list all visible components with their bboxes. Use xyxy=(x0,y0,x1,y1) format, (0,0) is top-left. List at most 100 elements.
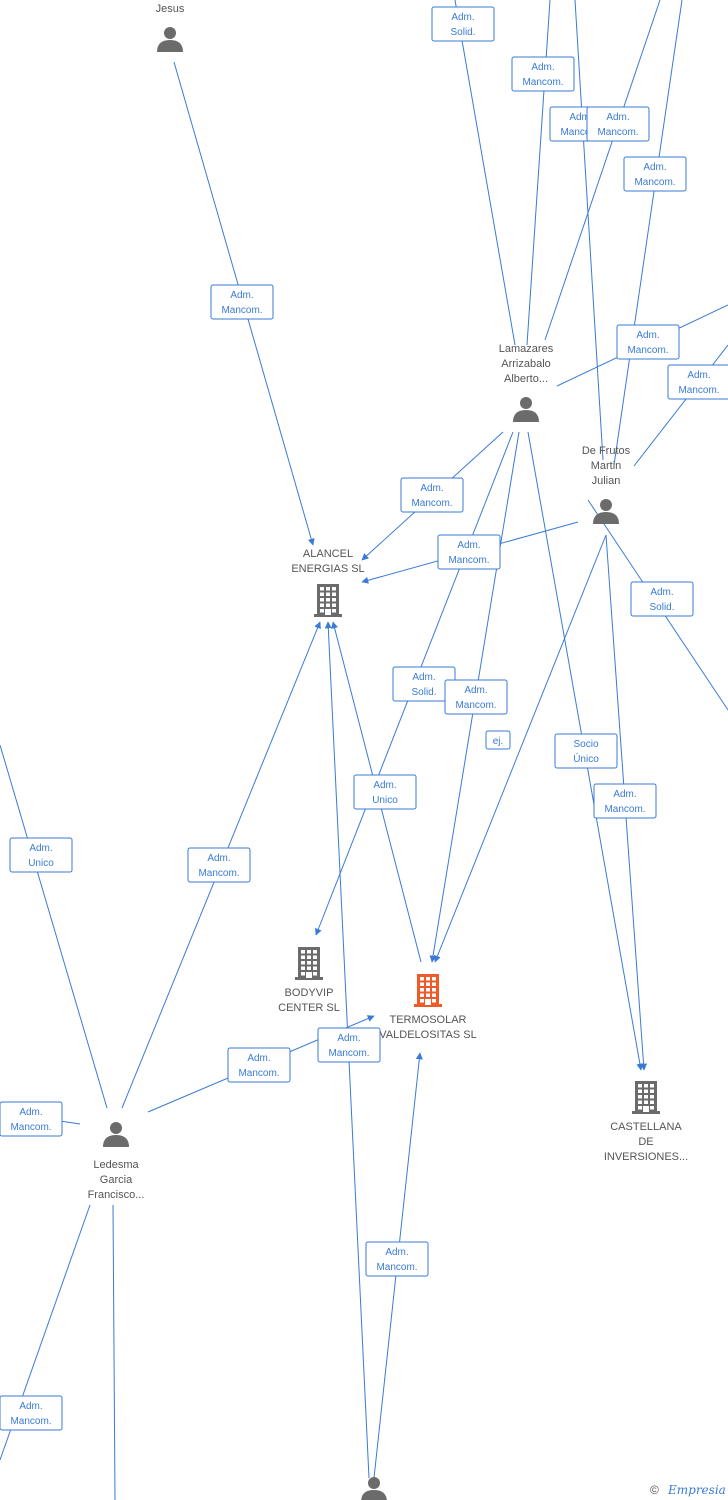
edge-label[interactable]: Adm. Mancom. xyxy=(400,477,464,513)
person-icon[interactable] xyxy=(157,27,183,52)
edge-label-text: Mancom. xyxy=(448,555,489,566)
edge-label[interactable]: Adm.Mancom. xyxy=(0,1101,63,1137)
node-label: Julian xyxy=(592,475,621,487)
edge-label-text: Mancom. xyxy=(411,498,452,509)
edge-label-box xyxy=(437,534,501,570)
edge-label-text: Adm. xyxy=(412,672,435,683)
edge-line xyxy=(526,0,551,346)
edge-label-box xyxy=(187,847,251,883)
edge-label[interactable]: ej. xyxy=(485,730,511,750)
edge-label[interactable]: Adm. Solid. xyxy=(392,666,456,702)
edge-label[interactable]: Adm.Unico xyxy=(353,774,417,810)
edge-label-text: Mancom. xyxy=(604,804,645,815)
node-label: Martin xyxy=(591,460,622,472)
edge-label[interactable]: Adm.Mancom. xyxy=(623,156,687,192)
building-icon[interactable] xyxy=(414,974,442,1007)
edge-label-box xyxy=(9,837,73,873)
edge-labels-layer: Adm. Solid. Adm. Mancom. Adm. Mancom. Adm. Manc… xyxy=(0,6,728,1431)
edge-label-text: Adm. xyxy=(569,112,592,123)
node-label: ALANCEL xyxy=(303,548,353,560)
edge-label[interactable]: Adm.Mancom. xyxy=(586,106,650,142)
building-icon[interactable] xyxy=(314,584,342,617)
edge-label-text: Adm. xyxy=(531,62,554,73)
node-label: De Frutos xyxy=(582,445,631,457)
edge-label[interactable]: Adm. Unico xyxy=(9,837,73,873)
edge-label-text: Mancom. xyxy=(328,1048,369,1059)
edge-label[interactable]: Adm.Mancom. xyxy=(317,1027,381,1063)
edge-label-box xyxy=(227,1047,291,1083)
edge-label[interactable]: Adm.Solid. xyxy=(431,6,495,42)
edge-label-box xyxy=(431,6,495,42)
edge-label-text: Adm. xyxy=(613,789,636,800)
node-label: Jesus xyxy=(156,3,185,15)
edge-label[interactable]: Adm. Mancom. xyxy=(365,1241,429,1277)
node-bottom_person[interactable] xyxy=(361,1477,387,1500)
edge-label-text: Mancom. xyxy=(455,700,496,711)
edge-label-text: Unico xyxy=(372,795,398,806)
edge-label-text: Adm. xyxy=(451,12,474,23)
edge-label-text: Solid. xyxy=(411,687,436,698)
edge-label-text: Adm. xyxy=(385,1247,408,1258)
edge-label-text: Adm. xyxy=(247,1053,270,1064)
edge-label[interactable]: Adm.Mancom. xyxy=(616,324,680,360)
edge-label-text: Mancom. xyxy=(198,868,239,879)
edge-label-text: Adm. xyxy=(230,290,253,301)
edge-label-box xyxy=(593,783,657,819)
edge-label[interactable]: Adm.Solid. xyxy=(630,581,694,617)
edge-label-box xyxy=(616,324,680,360)
edge-label[interactable]: Adm.Mancom. xyxy=(444,679,508,715)
edge-label[interactable]: Adm.Mancom. xyxy=(667,364,728,400)
edge-label-box xyxy=(554,733,618,769)
edge-label-text: Adm. xyxy=(19,1107,42,1118)
edge-label-text: Unico xyxy=(28,858,54,869)
node-label: ENERGIAS SL xyxy=(291,563,364,575)
edge-label-text: Solid. xyxy=(649,602,674,613)
edge-label-box xyxy=(353,774,417,810)
edge-label[interactable]: Adm.Mancom. xyxy=(0,1395,63,1431)
node-label: Lamazares xyxy=(499,343,554,355)
person-icon[interactable] xyxy=(361,1477,387,1500)
edge-label-text: Adm. xyxy=(207,853,230,864)
edge-label-text: Mancom. xyxy=(560,127,601,138)
edge-label-text: Adm. xyxy=(420,483,443,494)
edge-label[interactable]: Adm. Mancom. xyxy=(187,847,251,883)
person-icon[interactable] xyxy=(513,397,539,422)
node-lamazares[interactable]: LamazaresArrizabaloAlberto... xyxy=(499,343,554,422)
edge-label-text: Mancom. xyxy=(627,345,668,356)
edge-label-text: Mancom. xyxy=(376,1262,417,1273)
edge-label[interactable]: Adm.Mancom. xyxy=(511,56,575,92)
edge-label-text: Mancom. xyxy=(221,305,262,316)
node-castellana[interactable]: CASTELLANADEINVERSIONES... xyxy=(604,1081,688,1163)
person-icon[interactable] xyxy=(593,499,619,524)
edge-label-box xyxy=(0,1101,63,1137)
edge-label-box xyxy=(511,56,575,92)
brand-logo[interactable]: Empresia xyxy=(667,1483,726,1497)
node-alancel[interactable]: ALANCEL ENERGIAS SL xyxy=(291,548,365,617)
node-label: Alberto... xyxy=(504,373,548,385)
edge-label[interactable]: Adm. Mancom. xyxy=(210,284,274,320)
node-jesus[interactable]: Jesus xyxy=(156,3,185,52)
building-icon[interactable] xyxy=(295,947,323,980)
edge-line xyxy=(613,0,683,466)
edge-line xyxy=(112,1204,116,1500)
node-label: Francisco... xyxy=(88,1189,145,1201)
node-label: CASTELLANA xyxy=(610,1121,682,1133)
edge-label-text: Adm. xyxy=(29,843,52,854)
edge-label[interactable]: Adm. Mancom. xyxy=(593,783,657,819)
node-ledesma[interactable]: LedesmaGarciaFrancisco... xyxy=(88,1122,145,1201)
footer: © Empresia xyxy=(650,1483,726,1497)
edge-label-text: Adm. xyxy=(19,1401,42,1412)
person-icon[interactable] xyxy=(103,1122,129,1147)
building-icon[interactable] xyxy=(632,1081,660,1114)
edge-label-text: Mancom. xyxy=(634,177,675,188)
edge-label-box xyxy=(210,284,274,320)
edge-label[interactable]: Adm.Mancom. xyxy=(437,534,501,570)
node-label: VALDELOSITAS SL xyxy=(379,1029,476,1041)
edge-label[interactable]: Adm.Mancom. xyxy=(227,1047,291,1083)
